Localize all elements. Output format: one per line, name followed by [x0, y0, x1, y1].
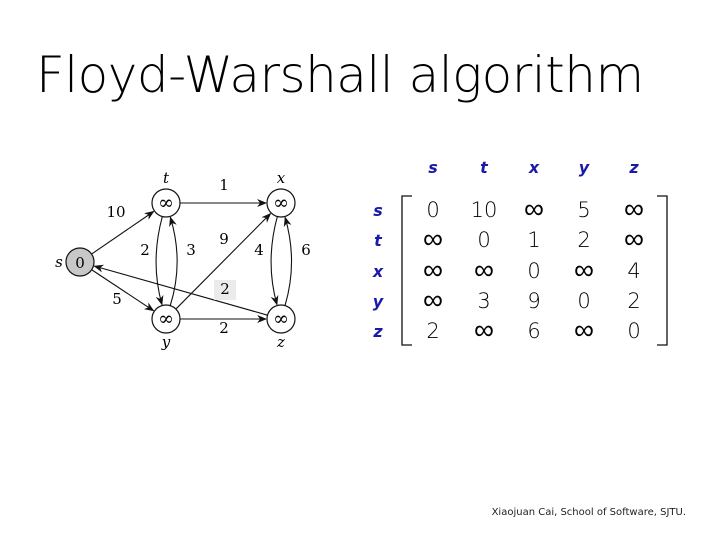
- matrix-col-header-y: y: [579, 158, 590, 177]
- matrix-cell: 0: [577, 289, 590, 313]
- node-x: [266, 188, 296, 218]
- matrix-col-header-z: z: [628, 158, 639, 177]
- matrix-cell: ∞: [474, 313, 494, 346]
- node-t: [151, 188, 181, 218]
- matrix-cell: 1: [527, 228, 540, 252]
- edge-weight-y-z: 2: [219, 319, 229, 337]
- matrix-cell: ∞: [624, 192, 644, 225]
- matrix-row-header-t: t: [374, 231, 383, 250]
- slide-credit: Xiaojuan Cai, School of Software, SJTU.: [491, 507, 686, 518]
- matrix-col-header-x: x: [528, 158, 540, 177]
- matrix-cell: ∞: [574, 313, 594, 346]
- matrix-right-bracket: [657, 195, 668, 346]
- matrix-cell: 9: [527, 289, 540, 313]
- node-s: [65, 247, 95, 277]
- node-x-value: ∞: [273, 192, 289, 214]
- matrix-cell: 4: [627, 259, 640, 283]
- matrix-row-header-s: s: [373, 201, 383, 220]
- matrix-cell: 2: [426, 319, 439, 343]
- matrix-cell: 0: [426, 198, 439, 222]
- node-z: [266, 304, 296, 334]
- matrix-cell: 0: [527, 259, 540, 283]
- matrix-col-header-t: t: [480, 158, 489, 177]
- edge-weight-s-y: 5: [112, 290, 122, 308]
- edge-weight-y-x: 9: [219, 230, 229, 248]
- matrix-cell: ∞: [423, 222, 443, 255]
- matrix-cell: ∞: [423, 283, 443, 316]
- matrix-cell: 3: [477, 289, 490, 313]
- edge-weight-x-z: 4: [254, 241, 264, 259]
- node-y: [151, 304, 181, 334]
- matrix-cell: ∞: [624, 222, 644, 255]
- edge-s-y: [91, 269, 155, 312]
- matrix-cell: 2: [627, 289, 640, 313]
- edge-weight-z-s: 2: [220, 280, 230, 298]
- edge-weight-t-x: 1: [219, 176, 229, 194]
- edge-weight-s-t: 10: [106, 203, 125, 221]
- edge-weight-z-x: 6: [301, 241, 311, 259]
- node-x-label: x: [277, 169, 286, 187]
- node-s-label: s: [55, 253, 63, 271]
- edge-weight-y-t: 3: [186, 241, 196, 259]
- node-t-label: t: [163, 169, 170, 187]
- matrix-left-bracket: [401, 195, 412, 346]
- node-z-label: z: [276, 333, 285, 351]
- node-y-value: ∞: [158, 308, 174, 330]
- matrix-cell: 0: [627, 319, 640, 343]
- matrix-cell: ∞: [524, 192, 544, 225]
- edge-weight-t-y: 2: [140, 241, 150, 259]
- matrix-row-header-x: x: [372, 262, 384, 281]
- edge-t-y: [155, 216, 164, 306]
- matrix-cell: 10: [471, 198, 498, 222]
- matrix-cell: 5: [577, 198, 590, 222]
- edge-z-s: [93, 264, 268, 316]
- node-t-value: ∞: [158, 192, 174, 214]
- matrix-cell: 6: [527, 319, 540, 343]
- slide-title: Floyd-Warshall algorithm: [36, 46, 644, 104]
- matrix-row-header-y: y: [373, 292, 384, 311]
- matrix-cell: 2: [577, 228, 590, 252]
- edge-z-x: [283, 216, 293, 306]
- node-z-value: ∞: [273, 308, 289, 330]
- node-y-label: y: [161, 333, 171, 351]
- edge-x-z: [270, 216, 279, 306]
- matrix-col-header-s: s: [428, 158, 438, 177]
- matrix-cell: ∞: [574, 253, 594, 286]
- matrix-cell: 0: [477, 228, 490, 252]
- edge-y-t: [169, 216, 178, 306]
- matrix-row-header-z: z: [372, 322, 383, 341]
- matrix-cell: ∞: [474, 253, 494, 286]
- edge-weight-highlight: [214, 280, 236, 300]
- edge-s-t: [91, 210, 155, 255]
- matrix-cell: ∞: [423, 253, 443, 286]
- node-s-value: 0: [75, 254, 85, 272]
